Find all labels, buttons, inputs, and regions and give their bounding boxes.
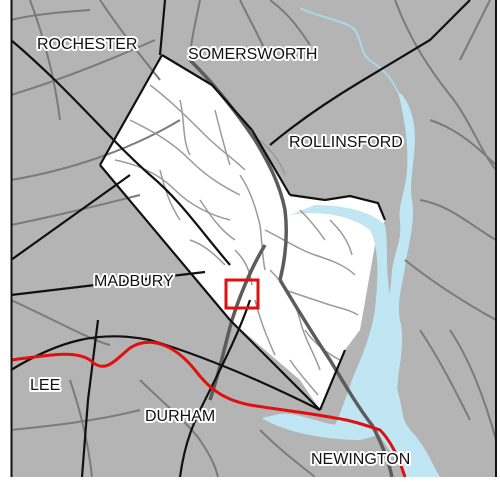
- town-roads: [114, 84, 359, 396]
- bay-water: [262, 205, 405, 440]
- label-durham: DURHAM: [145, 408, 215, 425]
- label-rochester: ROCHESTER: [37, 36, 137, 53]
- focus-box: [224, 278, 260, 310]
- label-rollinsford: ROLLINSFORD: [289, 134, 403, 151]
- highlight-route: [10, 340, 407, 478]
- town-boundaries: [10, 0, 471, 478]
- outside-roads: [10, 0, 497, 478]
- label-somersworth: SOMERSWORTH: [188, 46, 317, 63]
- label-newington: NEWINGTON: [311, 451, 410, 468]
- inlet-water: [262, 418, 345, 438]
- label-lee: LEE: [30, 377, 60, 394]
- label-madbury: MADBURY: [94, 273, 174, 290]
- upper-river: [299, 7, 399, 93]
